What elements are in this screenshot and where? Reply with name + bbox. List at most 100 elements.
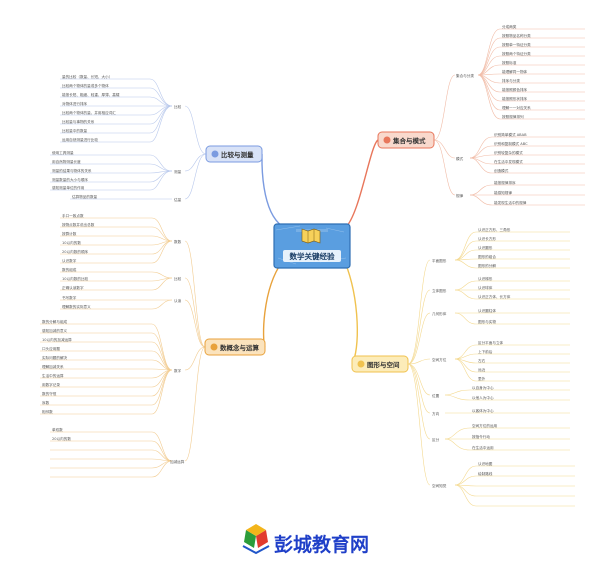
number-item[interactable]: 数数 [174,239,182,244]
leaf-label: 按照规律排列 [502,114,524,119]
shape-item[interactable]: 空间方位 [432,357,447,362]
shape-item[interactable]: 方向 [432,411,440,416]
leaf-label: 图形的分解 [478,263,496,268]
leaf-label: 比较量与事物的关系 [62,119,95,124]
leaf-label: 按群计数 [62,231,77,236]
leaf-label: 在生活中发现模式 [494,159,523,164]
leaf-label: 创造模式 [494,168,509,173]
leaf-label: 远近 [478,367,486,372]
leaf-label: 生活中的运算 [42,373,64,378]
leaf-label: 理解加减关系 [42,364,64,369]
leaf-label: 相邻数 [42,409,53,414]
leaf-label: 能按照颜色排序 [502,87,528,92]
leaf-label: 能按照形状排序 [502,96,528,101]
shape-branch[interactable] [407,231,575,507]
number-branch[interactable] [40,217,206,478]
shape-item[interactable]: 空间知觉 [432,483,447,488]
center-node[interactable]: 数学关键经验 [273,223,351,269]
leaf-label: 识别和复制模式 ABC [494,141,528,146]
leaf-label: 比较两个物体的量或多个物体 [62,83,109,88]
leaf-label: 认识梯形 [478,276,493,281]
shape-node[interactable]: 图形与空间 [351,355,409,373]
footer-brand: 彭城教育网 [274,533,369,556]
shape-item[interactable]: 几何形体 [432,311,447,316]
sets-branch[interactable] [433,28,585,206]
sets-item[interactable]: 集合与分类 [456,73,474,78]
shape-item[interactable]: 区分 [432,437,440,442]
book-logo-icon [242,524,270,555]
footer-logo: 彭城教育网 [242,524,369,556]
leaf-label: 分成两类 [502,24,517,29]
number-item[interactable]: 数字 [174,368,182,373]
shape-item[interactable]: 位置 [432,393,440,398]
leaf-label: 以自身为中心 [472,385,494,390]
leaf-label: 以他人为中心 [472,395,494,400]
measure-item[interactable]: 比较 [174,104,182,109]
leaf-label: 测量数量的大小与顺序 [52,177,88,182]
leaf-label: 口头应用题 [42,346,60,351]
shape-leaves: 认识正方形、三角形 认识长方形 认识圆形 图形的组合 图形的分解 认识梯形 认识… [472,227,511,476]
leaf-label: 单双数 [52,427,63,432]
leaf-label: 认识正方体、长方体 [478,294,511,299]
measure-item[interactable]: 估量 [174,197,182,202]
measure-leaves: 量的比较（数量、长短、大小） 比较两个物体的量或多个物体 能按长短、粗细、轻重、… [52,74,120,199]
leaf-label: 理解数的实际意义 [62,304,91,309]
leaf-label: 能按规律排序 [494,180,516,185]
number-item[interactable]: 加减运算 [170,459,185,464]
leaf-label: 数的分解与组成 [42,319,68,324]
leaf-label: 按照物品名称分类 [502,33,531,38]
sets-items: 集合与分类 模式 规律 [456,73,474,198]
sets-label: 集合与模式 [392,136,426,145]
shape-item[interactable]: 立体图形 [432,288,447,293]
leaf-label: 能感知规律 [494,190,512,195]
measure-dot-icon [211,150,219,158]
leaf-label: 认识圆柱体 [478,308,496,313]
leaf-label: 使用工具测量 [52,150,74,155]
leaf-label: 能理解同一物体 [502,69,528,74]
measure-items: 比较 测量 估量 [174,104,182,202]
leaf-label: 区分平面与立体 [478,340,504,345]
leaf-label: 里外 [478,376,486,381]
leaf-label: 认识数字 [62,258,77,263]
sets-item[interactable]: 规律 [456,193,464,198]
measure-label: 比较与测量 [221,150,254,159]
number-items: 数数 比较 认读 数字 加减运算 [170,239,185,464]
leaf-label: 按指令行动 [472,434,490,439]
leaf-label: 20以内数的顺序 [62,249,89,254]
leaf-label: 识别简单模式 ABAB [494,132,527,137]
leaf-label: 对物体进行排序 [62,101,88,106]
leaf-label: 运用自然测量进行比较 [62,137,98,142]
leaf-label: 10以内的加减运算 [42,337,72,342]
number-node[interactable]: 数概念与运算 [204,338,266,356]
number-leaves: 手口一致点数 按物点数并说出总数 按群计数 10以内的数 20以内数的顺序 认识… [42,213,95,441]
leaf-label: 排序与分类 [502,78,520,83]
leaf-label: 左右 [478,358,486,363]
leaf-label: 比较两个物体的量，并用相应词汇 [62,110,116,115]
leaf-label: 用数字记录 [42,382,60,387]
leaf-label: 图形与实物 [478,319,496,324]
leaf-label: 感知测量单位的作用 [52,185,85,190]
sets-node[interactable]: 集合与模式 [377,131,435,149]
leaf-label: 认识地图 [478,461,493,466]
leaf-label: 用自然物测量长度 [52,159,81,164]
leaf-label: 按照两个特征分类 [502,51,531,56]
leaf-label: 以客体为中心 [472,408,494,413]
leaf-label: 能发现生活中的规律 [494,200,527,205]
center-title: 数学关键经验 [290,251,335,261]
measure-branch[interactable] [50,78,207,200]
leaf-label: 量的比较（数量、长短、大小） [62,74,112,79]
number-item[interactable]: 比较 [174,276,182,281]
number-item[interactable]: 认读 [174,298,182,303]
measure-node[interactable]: 比较与测量 [205,145,263,163]
sets-item[interactable]: 模式 [456,156,464,161]
leaf-label: 识别较复杂的模式 [494,150,523,155]
leaf-label: 认识圆形 [478,245,493,250]
leaf-label: 按照单一特征分类 [502,42,531,47]
number-label: 数概念与运算 [220,343,260,352]
leaf-label: 按照标准 [502,60,517,65]
shape-item[interactable]: 平面图形 [432,258,447,263]
measure-item[interactable]: 测量 [174,169,182,174]
leaf-label: 图形的组合 [478,254,496,259]
